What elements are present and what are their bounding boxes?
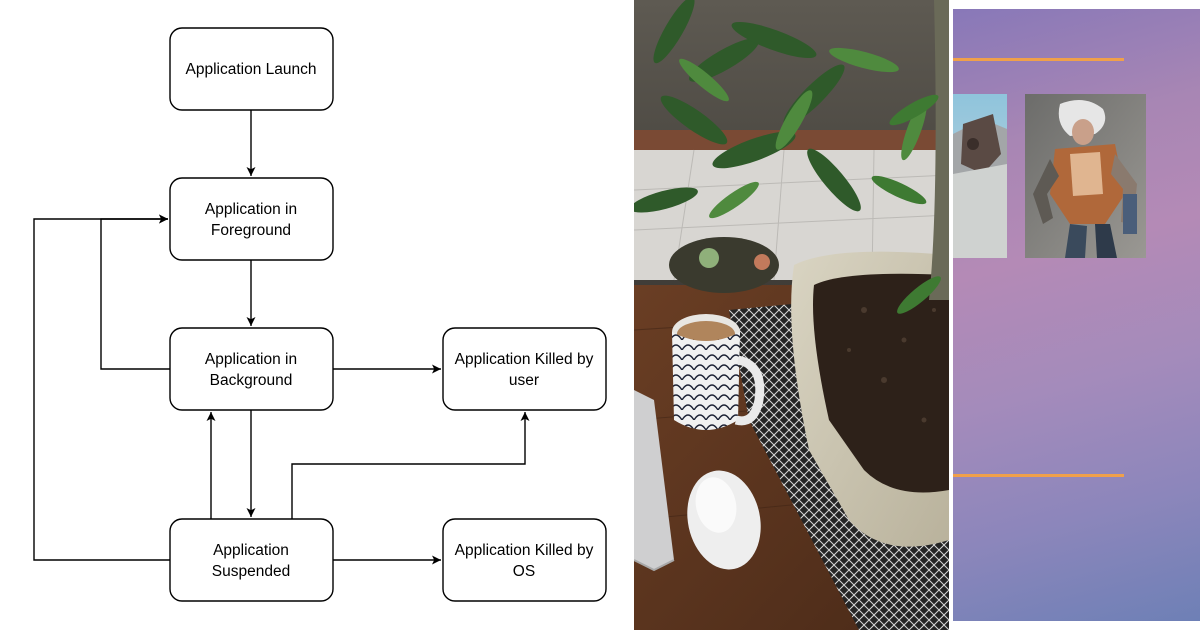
node-application-killed-by-user: Application Killed by user <box>442 327 607 411</box>
node-application-in-background: Application in Background <box>169 327 334 411</box>
node-label-line-2: Suspended <box>212 563 290 580</box>
node-application-suspended: Application Suspended <box>169 518 334 602</box>
node-label-line-1: Application Killed by <box>455 351 594 368</box>
node-application-launch: Application Launch <box>169 27 334 111</box>
node-label-line-1: Application Killed by <box>455 542 594 559</box>
app-lifecycle-diagram: Application Launch Application in Foregr… <box>33 27 607 602</box>
node-label-line-2: user <box>509 372 539 389</box>
game-art-card <box>953 9 1200 621</box>
edge-suspended-to-foreground <box>33 214 170 561</box>
node-label-line-1: Application in <box>205 351 297 368</box>
node-label-line-1: Application in <box>205 201 297 218</box>
accent-line-bottom <box>953 474 1124 477</box>
accent-line-top <box>953 58 1124 61</box>
node-label-line-2: Foreground <box>211 222 291 239</box>
node-label-line-2: Background <box>210 372 293 389</box>
node-label: Application Launch <box>186 61 317 78</box>
edge-suspended-to-killed-by-user <box>291 412 530 519</box>
character-art-thumbnail-left <box>953 94 1007 258</box>
node-application-killed-by-os: Application Killed by OS <box>442 518 607 602</box>
desk-plant-photo <box>634 0 949 630</box>
node-label-line-2: OS <box>513 563 535 580</box>
diagram-edges <box>33 110 530 565</box>
character-art-thumbnail-right <box>1025 94 1146 258</box>
node-application-in-foreground: Application in Foreground <box>169 177 334 261</box>
edge-background-to-foreground <box>100 214 170 370</box>
node-label-line-1: Application <box>213 542 289 559</box>
